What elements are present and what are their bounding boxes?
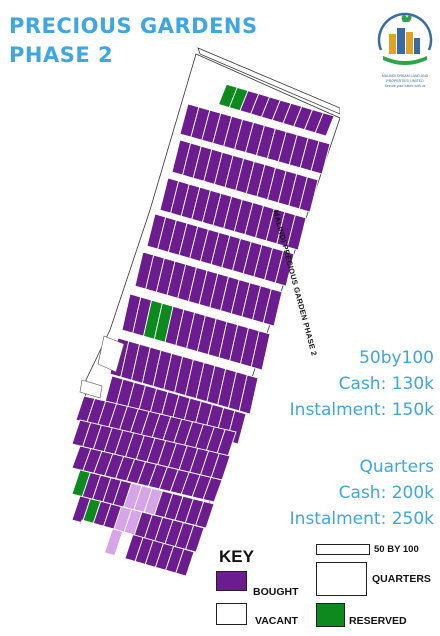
pricing-50by100-cash: Cash: 130k — [338, 374, 434, 394]
plot — [298, 176, 319, 213]
map-title: PRECIOUS GARDENS PHASE 2 — [9, 12, 258, 70]
plot — [274, 250, 295, 287]
key-swatch-50by100 — [316, 544, 370, 555]
logo-caption: MALINDI DREAM LAND AND PROPERTIES LIMITE… — [373, 74, 437, 89]
company-logo: MALINDI DREAM LAND AND PROPERTIES LIMITE… — [373, 10, 437, 94]
logo-emblem-icon — [377, 12, 433, 65]
site-plan-map — [71, 47, 340, 577]
key-swatch-vacant — [216, 603, 247, 625]
plot — [262, 288, 283, 327]
pricing-quarters-cash: Cash: 200k — [338, 483, 434, 503]
pricing-50by100-instalment: Instalment: 150k — [289, 400, 434, 420]
plot — [202, 476, 223, 503]
pricing-quarters-instalment: Instalment: 250k — [289, 509, 434, 529]
open-space — [79, 379, 103, 399]
plot — [185, 524, 205, 553]
key-label-bought: BOUGHT — [253, 586, 299, 598]
logo-company-name: MALINDI DREAM LAND AND PROPERTIES LIMITE… — [381, 74, 429, 83]
title-line-2: PHASE 2 — [9, 43, 114, 67]
logo-slogan: Secure your future with us — [384, 84, 426, 88]
open-space — [97, 335, 125, 373]
title-line-1: PRECIOUS GARDENS — [9, 14, 258, 38]
key-swatch-reserved — [316, 603, 345, 627]
key-label-50by100: 50 BY 100 — [374, 544, 419, 555]
plot — [314, 112, 335, 137]
plot — [238, 374, 259, 415]
plot — [195, 500, 215, 529]
key-label-reserved: RESERVED — [349, 615, 407, 627]
pricing-50by100: 50by100 Cash: 130k Instalment: 150k — [290, 345, 434, 423]
pricing-quarters: Quarters Cash: 200k Instalment: 250k — [290, 454, 434, 532]
plot — [310, 140, 331, 175]
pricing-50by100-heading: 50by100 — [359, 348, 434, 368]
key-swatch-bought — [216, 571, 247, 591]
key-label-quarters: QUARTERS — [372, 573, 431, 585]
plot — [175, 548, 195, 577]
plot — [286, 214, 307, 251]
road-strip — [197, 47, 340, 115]
plot — [250, 330, 271, 371]
key-label-vacant: VACANT — [255, 615, 298, 627]
key-swatch-quarters — [316, 562, 367, 596]
plot-blocks — [71, 77, 335, 577]
key-title: KEY — [219, 547, 254, 566]
pricing-quarters-heading: Quarters — [359, 457, 434, 477]
